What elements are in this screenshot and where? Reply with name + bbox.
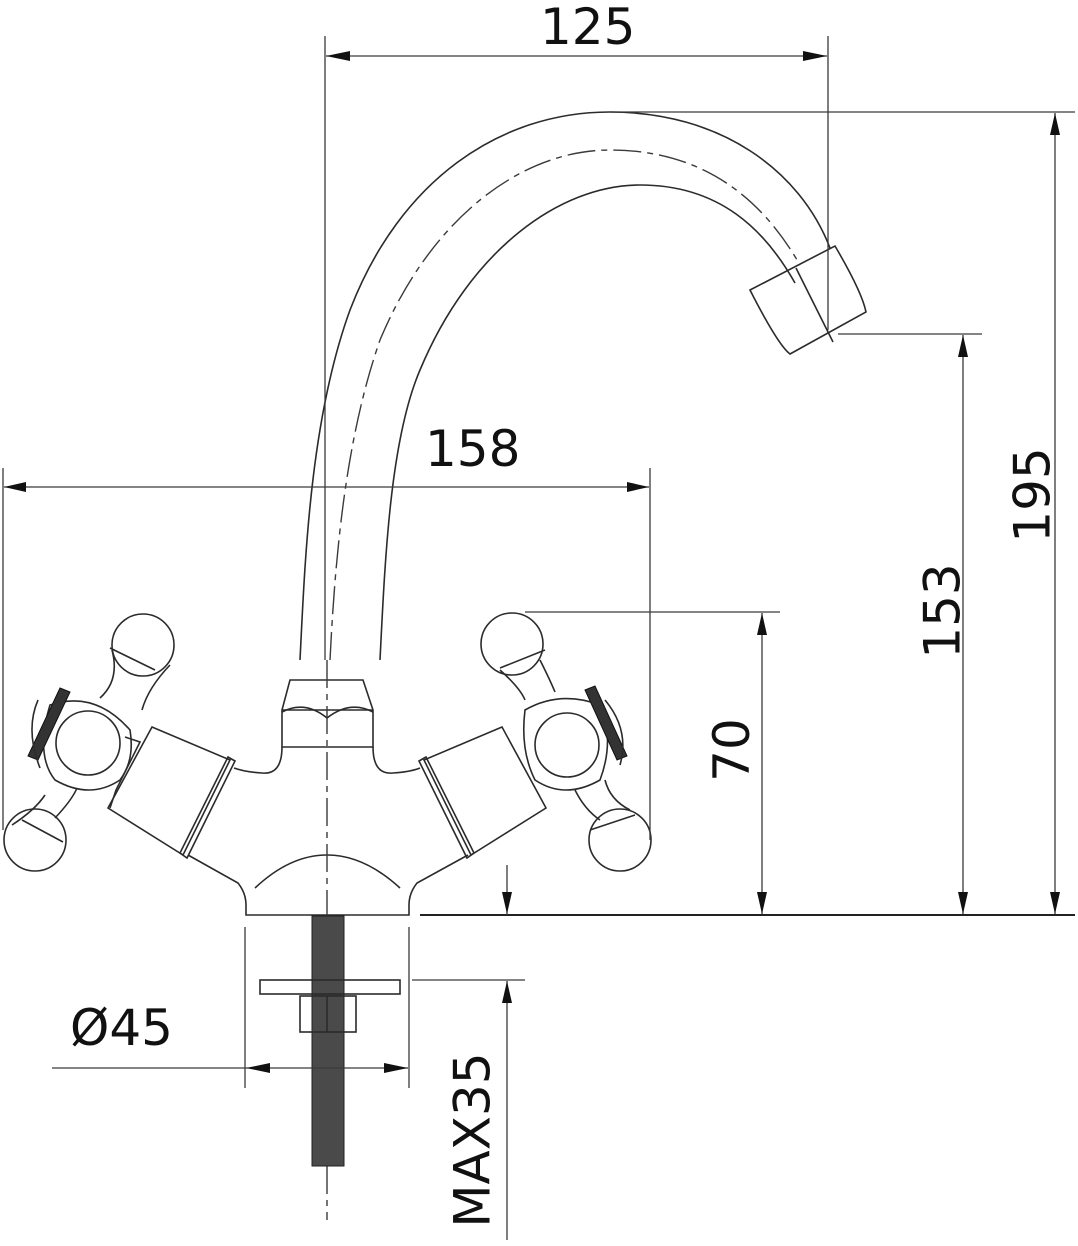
dim-label-158: 158 xyxy=(425,420,521,478)
dim-label-125: 125 xyxy=(540,0,636,56)
dim-125 xyxy=(324,36,829,660)
left-cross-handle xyxy=(3,613,175,872)
dim-195 xyxy=(610,111,1075,914)
dim-label-153: 153 xyxy=(913,563,972,659)
dim-153 xyxy=(838,333,982,914)
mounting-stud xyxy=(259,915,401,1167)
spout xyxy=(299,111,831,661)
right-cross-handle xyxy=(480,612,652,872)
dim-label-max35: MAX35 xyxy=(443,1052,502,1228)
dim-diameter-45 xyxy=(52,927,410,1088)
dim-max35 xyxy=(412,865,525,1240)
dim-158 xyxy=(2,468,651,840)
dim-70 xyxy=(525,611,780,914)
dim-label-195: 195 xyxy=(1003,447,1062,543)
dim-label-70: 70 xyxy=(702,718,761,782)
dim-label-diameter-45: Ø45 xyxy=(70,999,173,1057)
left-valve-cartridge xyxy=(106,725,237,860)
right-valve-cartridge xyxy=(417,725,548,860)
spout-aerator xyxy=(748,244,867,355)
